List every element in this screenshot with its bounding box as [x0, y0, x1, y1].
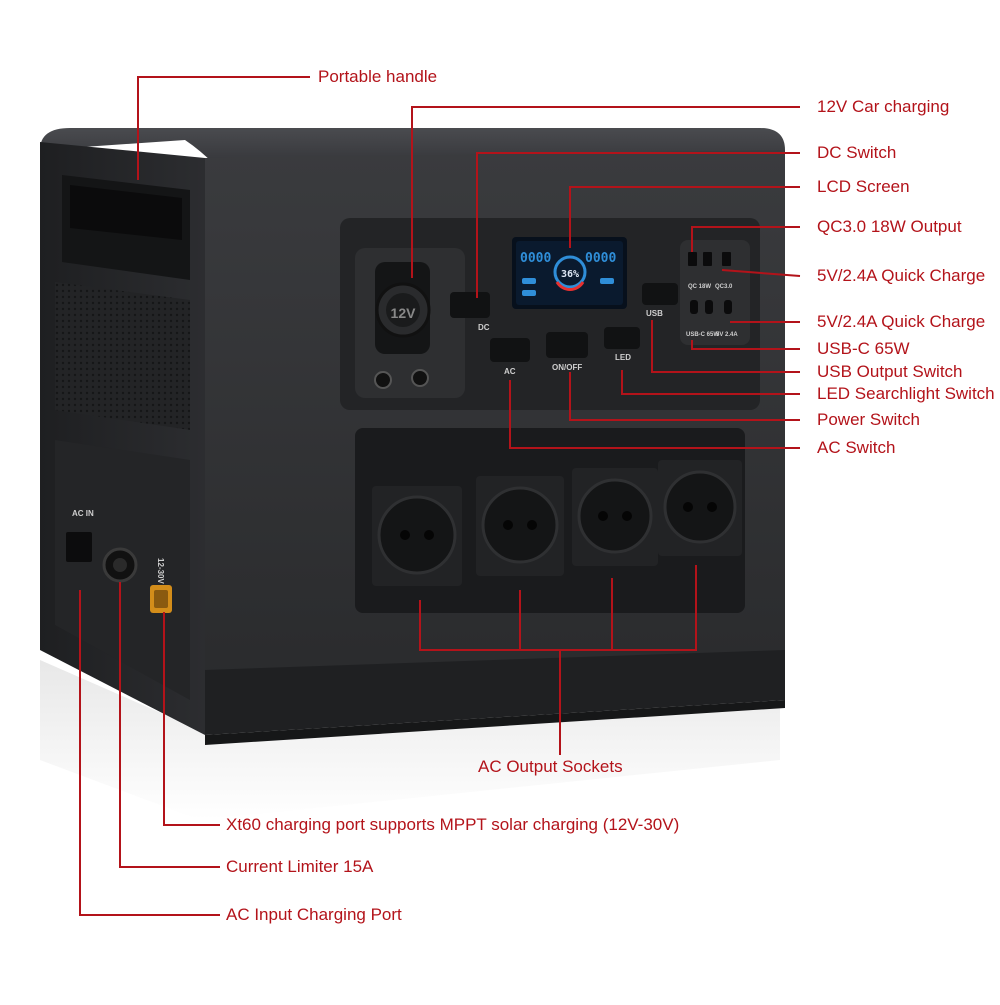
car-socket-12v: 12V [374, 262, 431, 389]
callout-xt60: Xt60 charging port supports MPPT solar c… [226, 815, 680, 834]
dc-label: DC [478, 323, 490, 332]
qc-port-text: QC 18W [688, 284, 711, 290]
floor-reflection [40, 660, 780, 820]
ac-socket [572, 468, 658, 566]
power-label: ON/OFF [552, 363, 582, 372]
ac-label: AC [504, 367, 516, 376]
usb-c-port-text: USB-C 65W [686, 332, 719, 338]
usb-label: USB [646, 309, 663, 318]
callout-usb-c: USB-C 65W [817, 339, 910, 358]
callout-ac-input: AC Input Charging Port [226, 905, 402, 924]
lcd-right-value: 0000 [585, 251, 616, 266]
callout-portable-handle: Portable handle [318, 67, 438, 86]
lcd-percent: 36% [561, 269, 579, 280]
callout-led-switch: LED Searchlight Switch [817, 384, 995, 403]
callout-qc-output: QC3.0 18W Output [817, 217, 962, 236]
callout-dc-switch: DC Switch [817, 143, 897, 162]
voltage-range-text: 12-30V [156, 558, 165, 584]
callout-quick-charge-2: 5V/2.4A Quick Charge [817, 312, 986, 331]
side-ports: AC IN 12-30V [66, 509, 172, 613]
ac-input-port [66, 532, 92, 562]
callout-ac-output-sockets: AC Output Sockets [478, 757, 623, 776]
callout-current-limiter: Current Limiter 15A [226, 857, 374, 876]
callout-quick-charge-1: 5V/2.4A Quick Charge [817, 266, 986, 285]
usb-button[interactable]: USB [642, 283, 678, 318]
ac-socket [476, 476, 564, 576]
ac-in-text: AC IN [72, 509, 94, 518]
callout-ac-switch: AC Switch [817, 438, 896, 457]
ac-button[interactable]: AC [490, 338, 530, 376]
lcd-left-value: 0000 [520, 251, 551, 266]
led-button[interactable]: LED [604, 327, 640, 362]
usb-5v-port-text: 5V 2.4A [716, 332, 738, 338]
ac-sockets [372, 460, 742, 586]
power-button[interactable]: ON/OFF [546, 332, 588, 372]
ac-socket [372, 486, 462, 586]
callout-lcd-screen: LCD Screen [817, 177, 910, 196]
led-label: LED [615, 353, 631, 362]
callout-lines [79, 76, 801, 916]
callout-usb-output-switch: USB Output Switch [817, 362, 963, 381]
callout-power-switch: Power Switch [817, 410, 920, 429]
socket-12v-text: 12V [391, 305, 417, 321]
usb-port-panel: QC 18W QC3.0 USB-C 65W 5V 2.4A [680, 240, 750, 345]
side-vent [55, 282, 190, 430]
dc-button[interactable]: DC [450, 292, 490, 332]
callout-car-charging: 12V Car charging [817, 97, 950, 116]
lcd-screen: 0000 0000 36% [512, 237, 627, 309]
ac-socket [658, 460, 742, 556]
qc3-port-text: QC3.0 [715, 284, 733, 290]
